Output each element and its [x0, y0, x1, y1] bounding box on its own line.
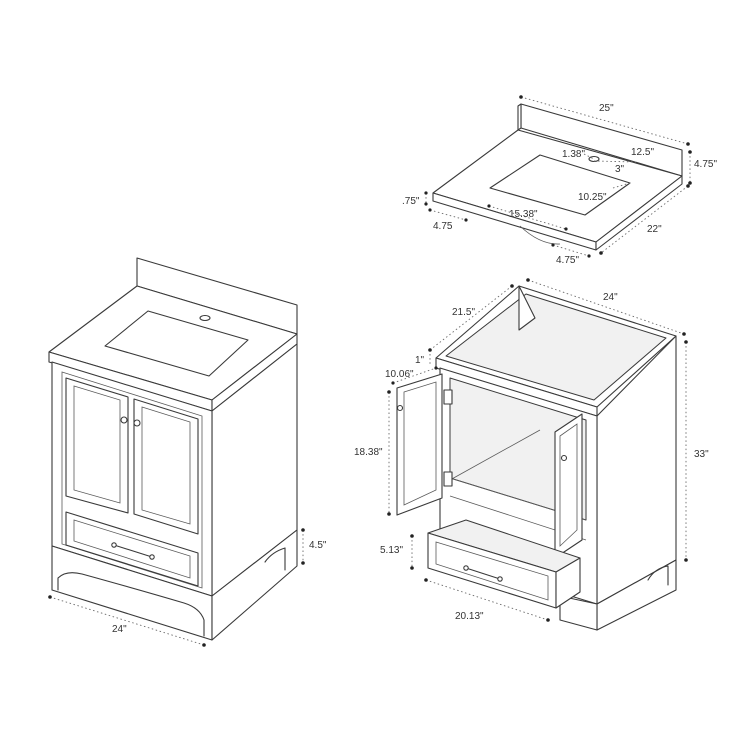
open-right-knob-icon — [560, 454, 568, 462]
cabinet-base-side — [211, 529, 298, 641]
left-margin-dim-line — [429, 209, 467, 221]
backsplash-height-label: 4.75" — [694, 159, 717, 170]
sink-width-label: 15.38" — [509, 209, 538, 220]
faucet-offset-dim-line — [583, 153, 595, 160]
countertop-side-edge — [595, 175, 683, 251]
face-frame — [61, 371, 203, 589]
front-drawer-label: 4.5" — [309, 540, 327, 551]
open-cabinet-view: 24" 21.5" 1" 10.06" 18.38" 33" 5.13" 20.… — [354, 278, 709, 631]
open-right-door-panel — [559, 423, 578, 547]
sink-cutout — [489, 154, 631, 216]
right-margin-label: 4.75" — [556, 255, 579, 266]
open-height-label: 33" — [694, 449, 709, 460]
rear-corner-bracket — [518, 285, 536, 331]
lower-hinge-icon — [443, 471, 453, 487]
open-left-door — [396, 373, 443, 516]
faucet-edge-label: 12.5" — [631, 147, 654, 158]
right-door — [133, 398, 199, 535]
frame-label: 1" — [415, 355, 425, 366]
open-drawer-handle-icon — [465, 567, 501, 580]
faucet-edge-dim-line — [593, 160, 637, 163]
open-base-front — [559, 595, 598, 631]
sink-depth-dim-line — [612, 182, 631, 189]
door-width-label: 10.06" — [385, 369, 414, 380]
width-dim-line — [520, 96, 689, 145]
basin-bottom — [519, 225, 561, 245]
open-left-door-panel — [403, 381, 437, 506]
open-drawer-panel — [435, 541, 549, 601]
upper-hinge-icon — [443, 389, 453, 405]
drawer-front — [65, 511, 199, 587]
drawer-width-label: 20.13" — [455, 611, 484, 622]
open-base-cutout — [647, 565, 669, 586]
left-door-knob-icon — [120, 416, 128, 424]
sink-depth-label: 10.25" — [578, 192, 607, 203]
drawer-side — [555, 557, 581, 609]
right-door-knob-icon — [133, 419, 141, 427]
cabinet-interior-top — [445, 293, 667, 401]
drawer-width-dim-line — [425, 579, 549, 621]
front-faucet-hole — [199, 314, 211, 322]
closed-vanity-view: 24" 4.5" — [48, 257, 327, 647]
base-cutout — [57, 572, 205, 637]
sink-width-dim-line — [488, 205, 567, 230]
open-width-dim-line — [527, 279, 685, 335]
faucet-hole — [588, 155, 600, 163]
faucet-offset-label: 1.38" — [562, 149, 585, 160]
right-door-panel — [141, 406, 191, 525]
countertop-top-view: 25" 4.75" 22" 1.38" 12.5" 3" 10.25" 15.3… — [402, 95, 717, 266]
drawer-handle-icon — [113, 544, 153, 558]
drawer-panel — [73, 519, 191, 579]
open-right-door — [554, 413, 583, 559]
front-width-label: 24" — [112, 624, 127, 635]
door-width-dim-line — [392, 367, 437, 384]
open-width-label: 24" — [603, 292, 618, 303]
open-left-knob-icon — [396, 404, 404, 412]
top-width-label: 25" — [599, 103, 614, 114]
open-depth-label: 21.5" — [452, 307, 475, 318]
left-margin-label: 4.75 — [433, 221, 453, 232]
door-height-label: 18.38" — [354, 447, 383, 458]
faucet-spread-label: 3" — [615, 164, 625, 175]
backsplash-end — [517, 103, 522, 131]
left-door — [65, 377, 129, 514]
open-depth-dim-line — [429, 285, 513, 351]
left-door-panel — [73, 385, 121, 504]
front-sink — [104, 310, 249, 377]
depth-dim-line — [600, 185, 689, 254]
open-drawer-label: 5.13" — [380, 545, 403, 556]
top-depth-label: 22" — [647, 224, 662, 235]
base-side-cutout — [264, 547, 286, 571]
thickness-label: .75" — [402, 196, 420, 207]
